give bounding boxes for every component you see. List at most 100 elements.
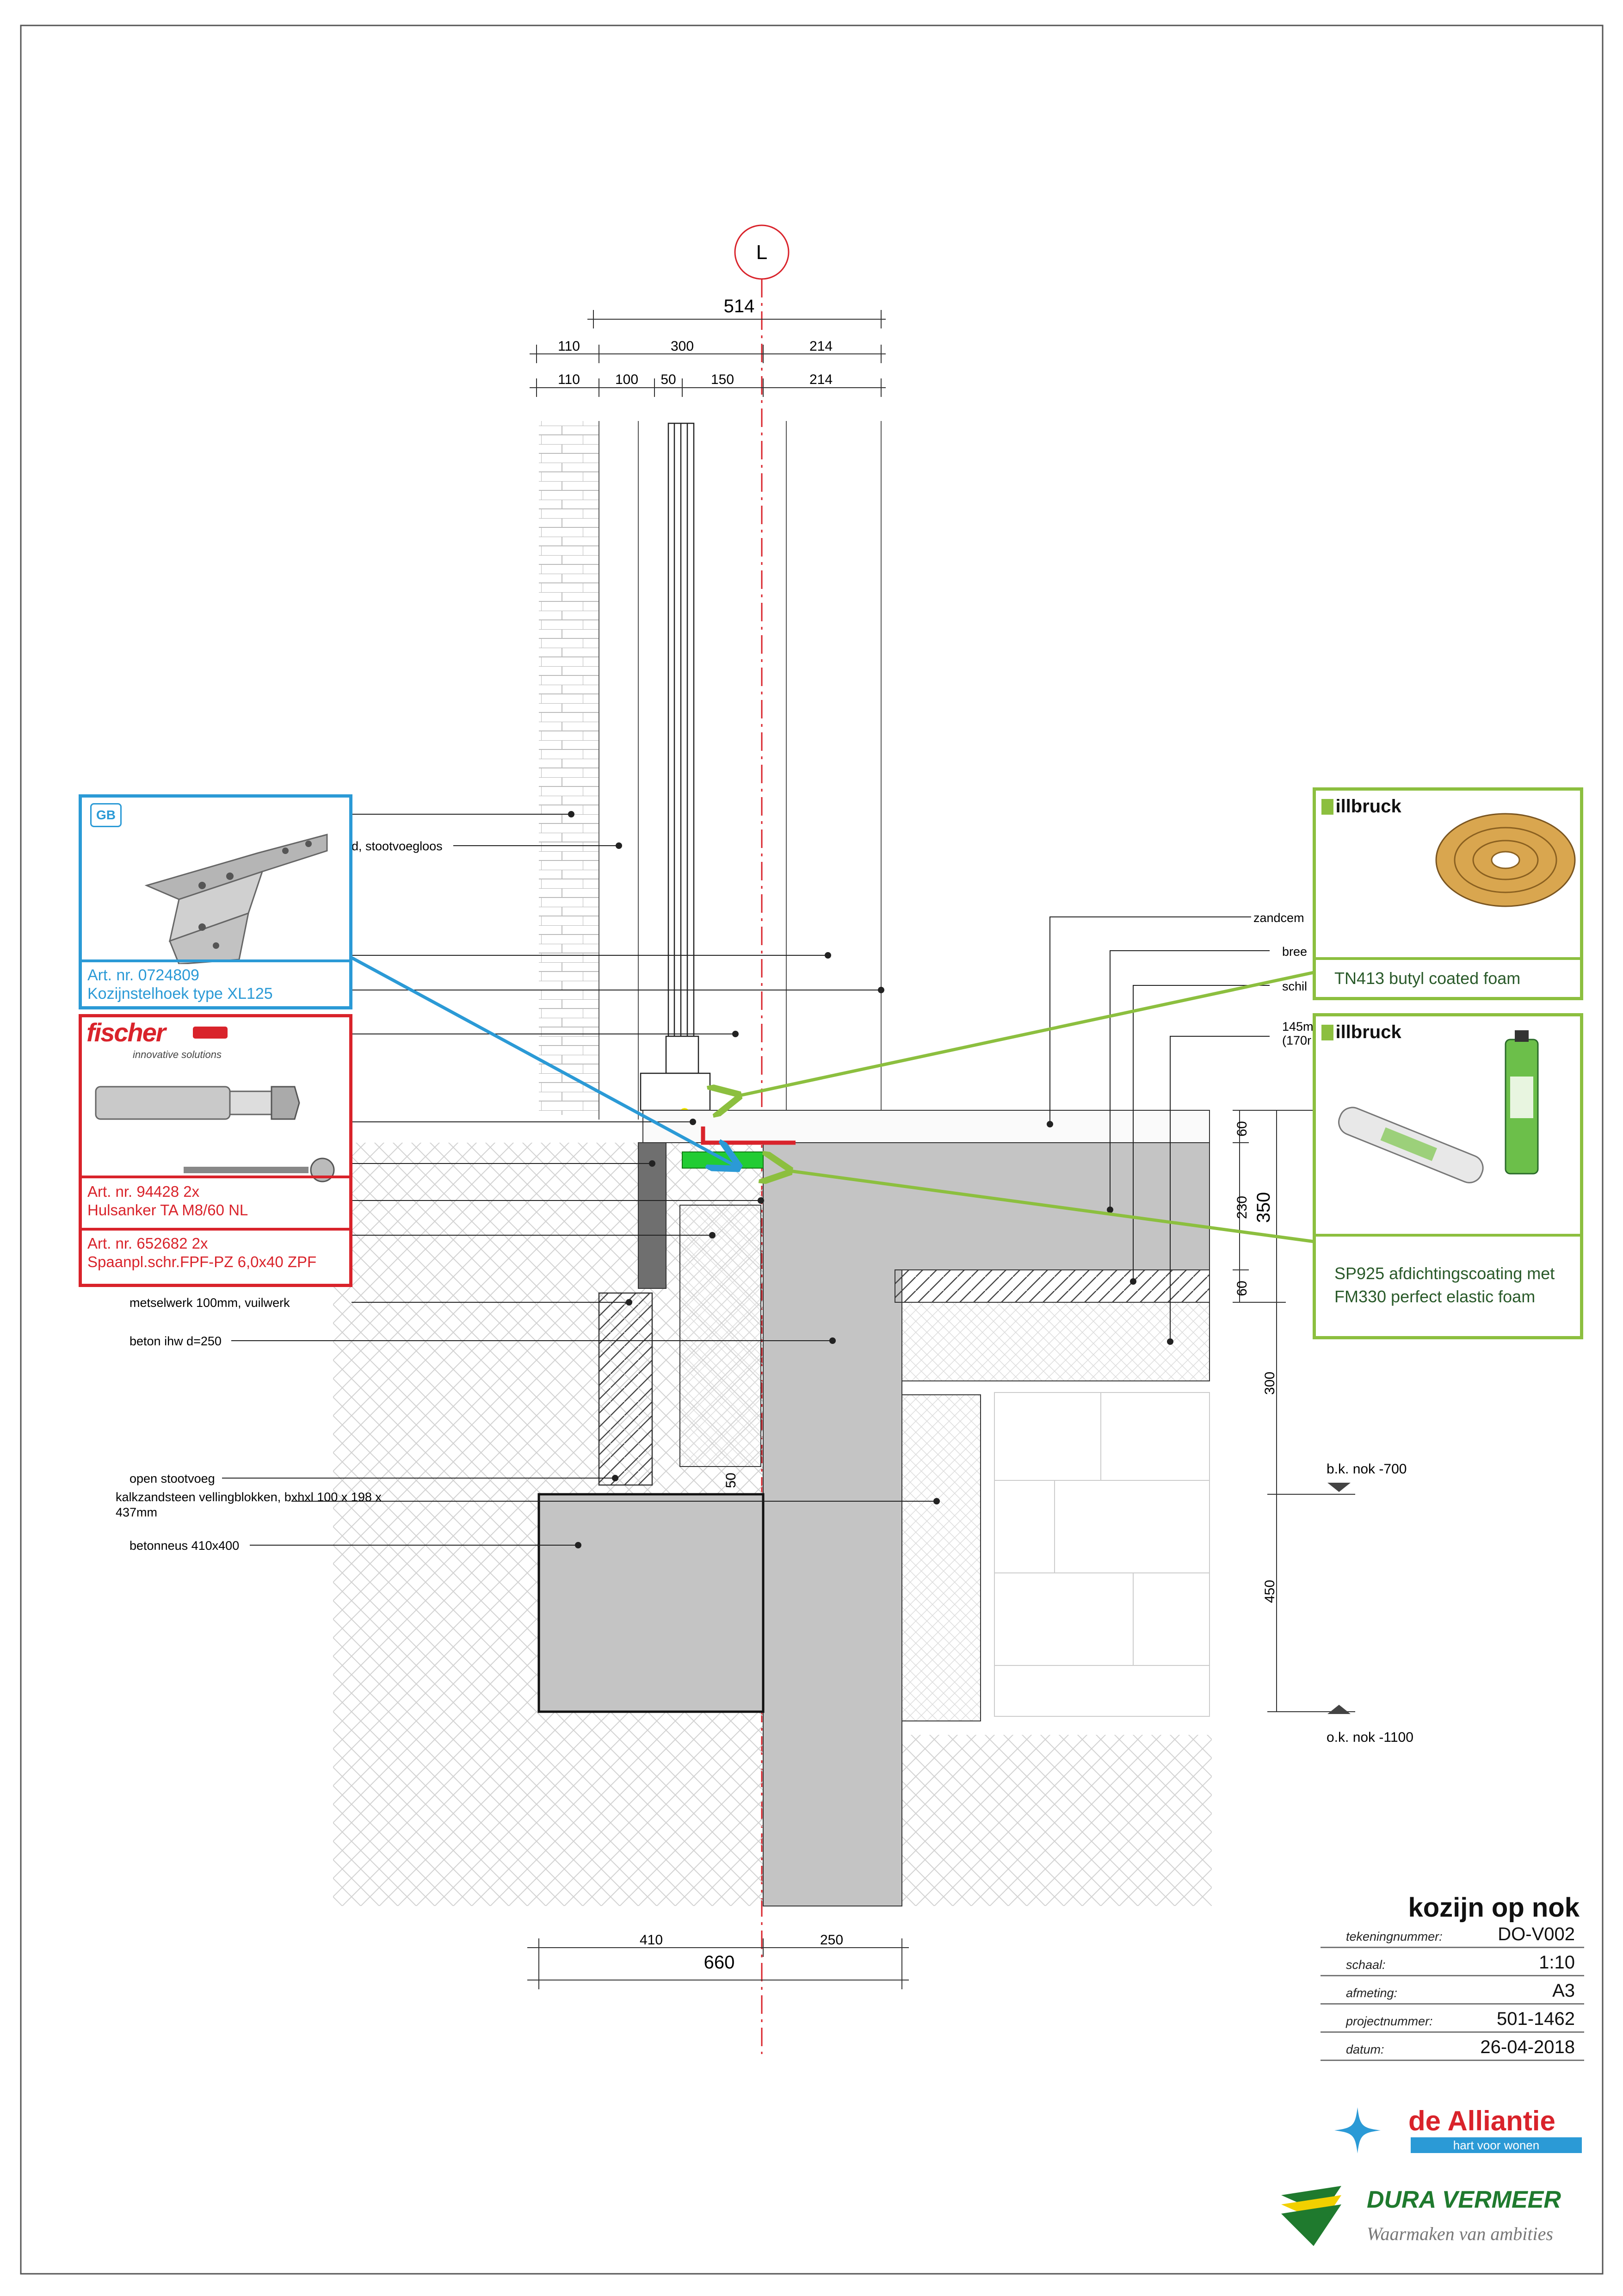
fischer-tagline: innovative solutions (133, 1049, 222, 1060)
dim-214-b: 214 (809, 372, 833, 387)
gb-logo: GB (90, 803, 122, 827)
gb-card: GB Art. nr. 0724809 Kozijnstelhoek type … (79, 794, 352, 1009)
green-arrow-1 (735, 970, 1319, 1096)
illbruck-desc-2b: FM330 perfect elastic foam (1334, 1287, 1536, 1306)
window-frame (640, 422, 711, 1111)
dim-214-a: 214 (809, 339, 833, 354)
fischer-desc-2: Spaanpl.schr.FPF-PZ 6,0x40 ZPF (87, 1253, 317, 1270)
dim-660: 660 (704, 1952, 735, 1973)
fischer-divider-1 (82, 1176, 349, 1178)
illbruck-divider-2 (1316, 1234, 1580, 1237)
tb-value: DO-V002 (1498, 1924, 1575, 1944)
tb-row-afmeting: afmeting: A3 (1321, 1976, 1584, 2005)
dim-110-b: 110 (558, 372, 580, 387)
dim-410: 410 (640, 1932, 663, 1948)
fischer-desc-1: Hulsanker TA M8/60 NL (87, 1201, 248, 1219)
gridline-label: L (756, 241, 767, 264)
leaders-right (1047, 916, 1270, 1345)
gb-description: Kozijnstelhoek type XL125 (87, 985, 273, 1003)
label-kalkzandsteen-2: 437mm (116, 1505, 157, 1519)
dim-250: 250 (820, 1932, 843, 1948)
tb-row-schaal: schaal: 1:10 (1321, 1948, 1584, 1976)
leaders-left (222, 811, 940, 1548)
gb-card-divider (82, 959, 349, 962)
duravermeer-name: DURA VERMEER (1367, 2186, 1561, 2213)
fischer-card: fischer innovative solutions Art. nr. 94… (79, 1014, 352, 1287)
label-metselwerk: metselwerk 100mm, vuilwerk (130, 1296, 290, 1310)
dim-350: 350 (1253, 1192, 1274, 1223)
duravermeer-mark-icon (1281, 2186, 1341, 2246)
blue-arrow (351, 956, 735, 1166)
fischer-art-2: Art. nr. 652682 2x (87, 1235, 208, 1252)
label-beton: beton ihw d=250 (130, 1334, 222, 1348)
label-open-stootvoeg: open stootvoeg (130, 1472, 215, 1485)
illbruck-desc-1: TN413 butyl coated foam (1334, 969, 1521, 988)
bracket-image (144, 834, 328, 964)
title-block: tekeningnummer: DO-V002 schaal: 1:10 afm… (1321, 1920, 1584, 2061)
tb-key: schaal: (1346, 1958, 1386, 1972)
illbruck-card-1: illbruck TN413 butyl coated foam (1313, 787, 1583, 1000)
tb-value: 501-1462 (1496, 2009, 1575, 2029)
dim-50: 50 (660, 372, 676, 387)
tb-key: datum: (1346, 2042, 1384, 2056)
sand-lime-blocks (994, 1392, 1210, 1717)
dim-514: 514 (724, 296, 755, 316)
tb-key: afmeting: (1346, 1986, 1398, 2000)
duravermeer-logo: DURA VERMEER Waarmaken van ambities (1277, 2177, 1584, 2255)
anchor-image (95, 1086, 335, 1182)
dim-300: 300 (671, 339, 694, 354)
green-arrow-2 (786, 1170, 1319, 1244)
illbruck-logo-1: illbruck (1321, 796, 1401, 817)
sheet-border (20, 25, 1604, 2275)
dim-300-vert: 300 (1262, 1372, 1277, 1395)
masonry-wall (598, 1292, 653, 1486)
top-dimensions (530, 310, 886, 397)
dim-110-a: 110 (558, 339, 580, 354)
brick-wall (539, 421, 599, 1115)
illbruck-divider-1 (1316, 957, 1580, 960)
label-170: (170r (1282, 1034, 1311, 1047)
label-stootvoeg: nd, stootvoegloos (345, 839, 443, 853)
sealant-products-image (1338, 1030, 1539, 1183)
gb-logo-text: GB (96, 808, 116, 822)
tb-value: 26-04-2018 (1480, 2037, 1575, 2057)
alliantie-logo: de Alliantie hart voor wonen (1332, 2105, 1584, 2156)
illbruck-desc-2a: SP925 afdichtingscoating met (1334, 1264, 1555, 1283)
bottom-dimensions (527, 1938, 909, 1989)
foam-roll-image (1435, 813, 1576, 907)
label-schil: schil (1282, 979, 1307, 993)
tb-key: tekeningnummer: (1346, 1930, 1443, 1943)
label-betonneus: betonneus 410x400 (130, 1539, 239, 1553)
insulation-block (679, 1205, 761, 1467)
dim-100: 100 (615, 372, 638, 387)
label-kalkzandsteen-1: kalkzandsteen vellingblokken, bxhxl 100 … (116, 1490, 382, 1504)
alliantie-name: de Alliantie (1408, 2105, 1555, 2136)
tb-row-datum: datum: 26-04-2018 (1321, 2033, 1584, 2061)
floor-insulation (901, 1302, 1210, 1381)
duravermeer-tagline: Waarmaken van ambities (1367, 2223, 1553, 2244)
label-ok-nok: o.k. nok -1100 (1327, 1730, 1413, 1745)
floor-board (895, 1269, 1210, 1303)
tb-row-projectnummer: projectnummer: 501-1462 (1321, 2005, 1584, 2033)
label-zandcem: zandcem (1253, 911, 1304, 925)
fischer-badge (193, 1027, 228, 1039)
concrete-nose (537, 1493, 765, 1713)
dim-50-vert: 50 (723, 1473, 739, 1488)
tb-value: 1:10 (1539, 1952, 1575, 1973)
right-dimensions (1233, 1110, 1355, 1712)
tb-key: projectnummer: (1346, 2014, 1433, 2028)
gb-art-nr: Art. nr. 0724809 (87, 966, 199, 984)
tb-row-tekeningnummer: tekeningnummer: DO-V002 (1321, 1920, 1584, 1948)
red-flashing (701, 1126, 796, 1145)
dim-450: 450 (1262, 1580, 1277, 1603)
alliantie-star-icon (1334, 2107, 1381, 2154)
dim-150: 150 (711, 372, 734, 387)
screed-layer (642, 1110, 1210, 1143)
dim-230: 230 (1234, 1196, 1250, 1219)
dim-60-b: 60 (1234, 1281, 1250, 1296)
tb-value: A3 (1552, 1980, 1575, 2001)
label-145: 145m (1282, 1020, 1314, 1034)
level-marker-ok (1327, 1705, 1351, 1714)
fischer-divider-2 (82, 1228, 349, 1231)
